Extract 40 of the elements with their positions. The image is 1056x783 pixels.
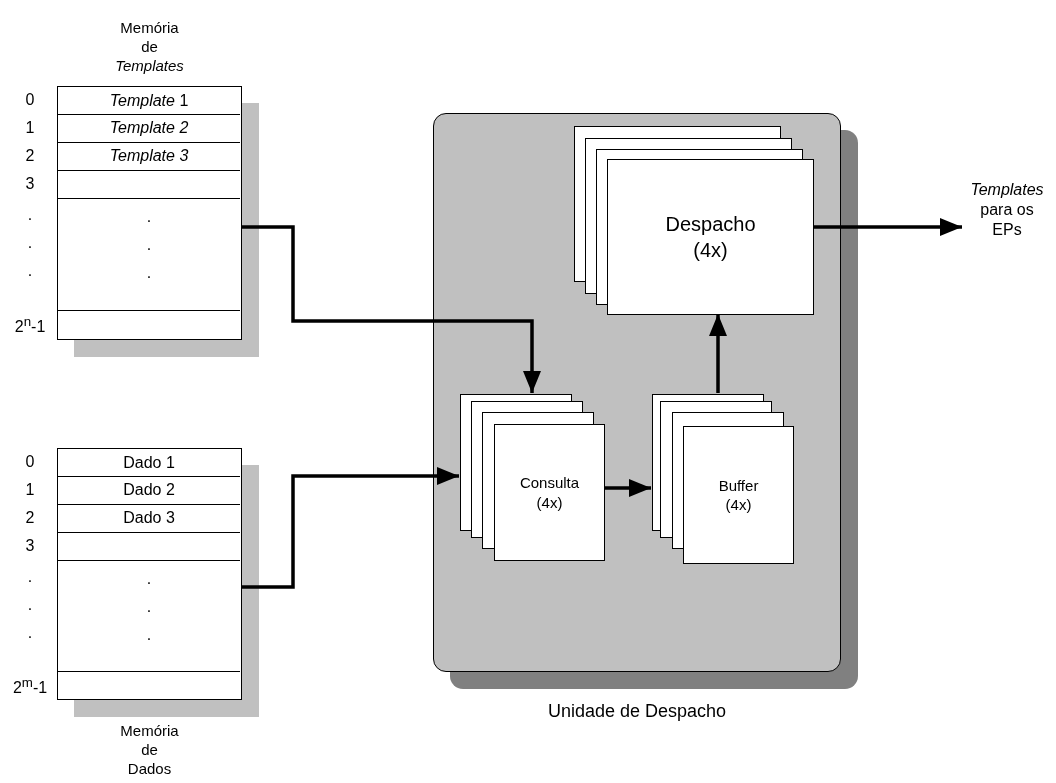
address-label: 2 [25,147,35,165]
address-label: . [27,624,33,642]
address-label: 2$^{n}$-1 [14,313,46,337]
arrow [604,479,651,497]
address-label: . [27,596,33,614]
cell-text: Dado 2 [123,480,175,500]
cell-text: Template 1 [109,91,189,111]
ellipsis-dot: . [146,234,152,255]
unit-title: Unidade de Despacho [547,701,727,722]
address-label: 3 [25,537,35,555]
address-label: . [27,262,33,280]
address-label: 1 [25,119,35,137]
process-label: Despacho (4x) [665,212,756,263]
address-label: . [27,234,33,252]
ellipsis-dot: . [146,624,152,645]
cell-text: Dado 3 [123,508,175,528]
address-label: 3 [25,175,35,193]
ellipsis-dot: . [146,206,152,227]
cell-text: Template 2 [109,118,189,138]
address-label: 0 [25,91,35,109]
address-label: 2 [25,509,35,527]
process-label: Buffer (4x) [718,475,759,515]
arrow [813,218,962,236]
cell-text: Template 3 [109,146,189,166]
arrow [709,314,727,393]
ellipsis-dot: . [146,568,152,589]
memory-heading: Memória de Dados [120,721,179,778]
address-label: 2$^{m}$-1 [12,674,48,698]
address-label: . [27,206,33,224]
address-label: . [27,568,33,586]
ellipsis-dot: . [146,262,152,283]
process-label: Consulta (4x) [519,473,580,512]
ellipsis-dot: . [146,596,152,617]
output-label: Templates para os EPs [969,180,1045,240]
memory-heading: Memória de Templates [115,18,184,75]
address-label: 0 [25,453,35,471]
address-label: 1 [25,481,35,499]
cell-text: Dado 1 [123,453,175,473]
arrow [242,225,541,393]
arrow [242,467,459,589]
